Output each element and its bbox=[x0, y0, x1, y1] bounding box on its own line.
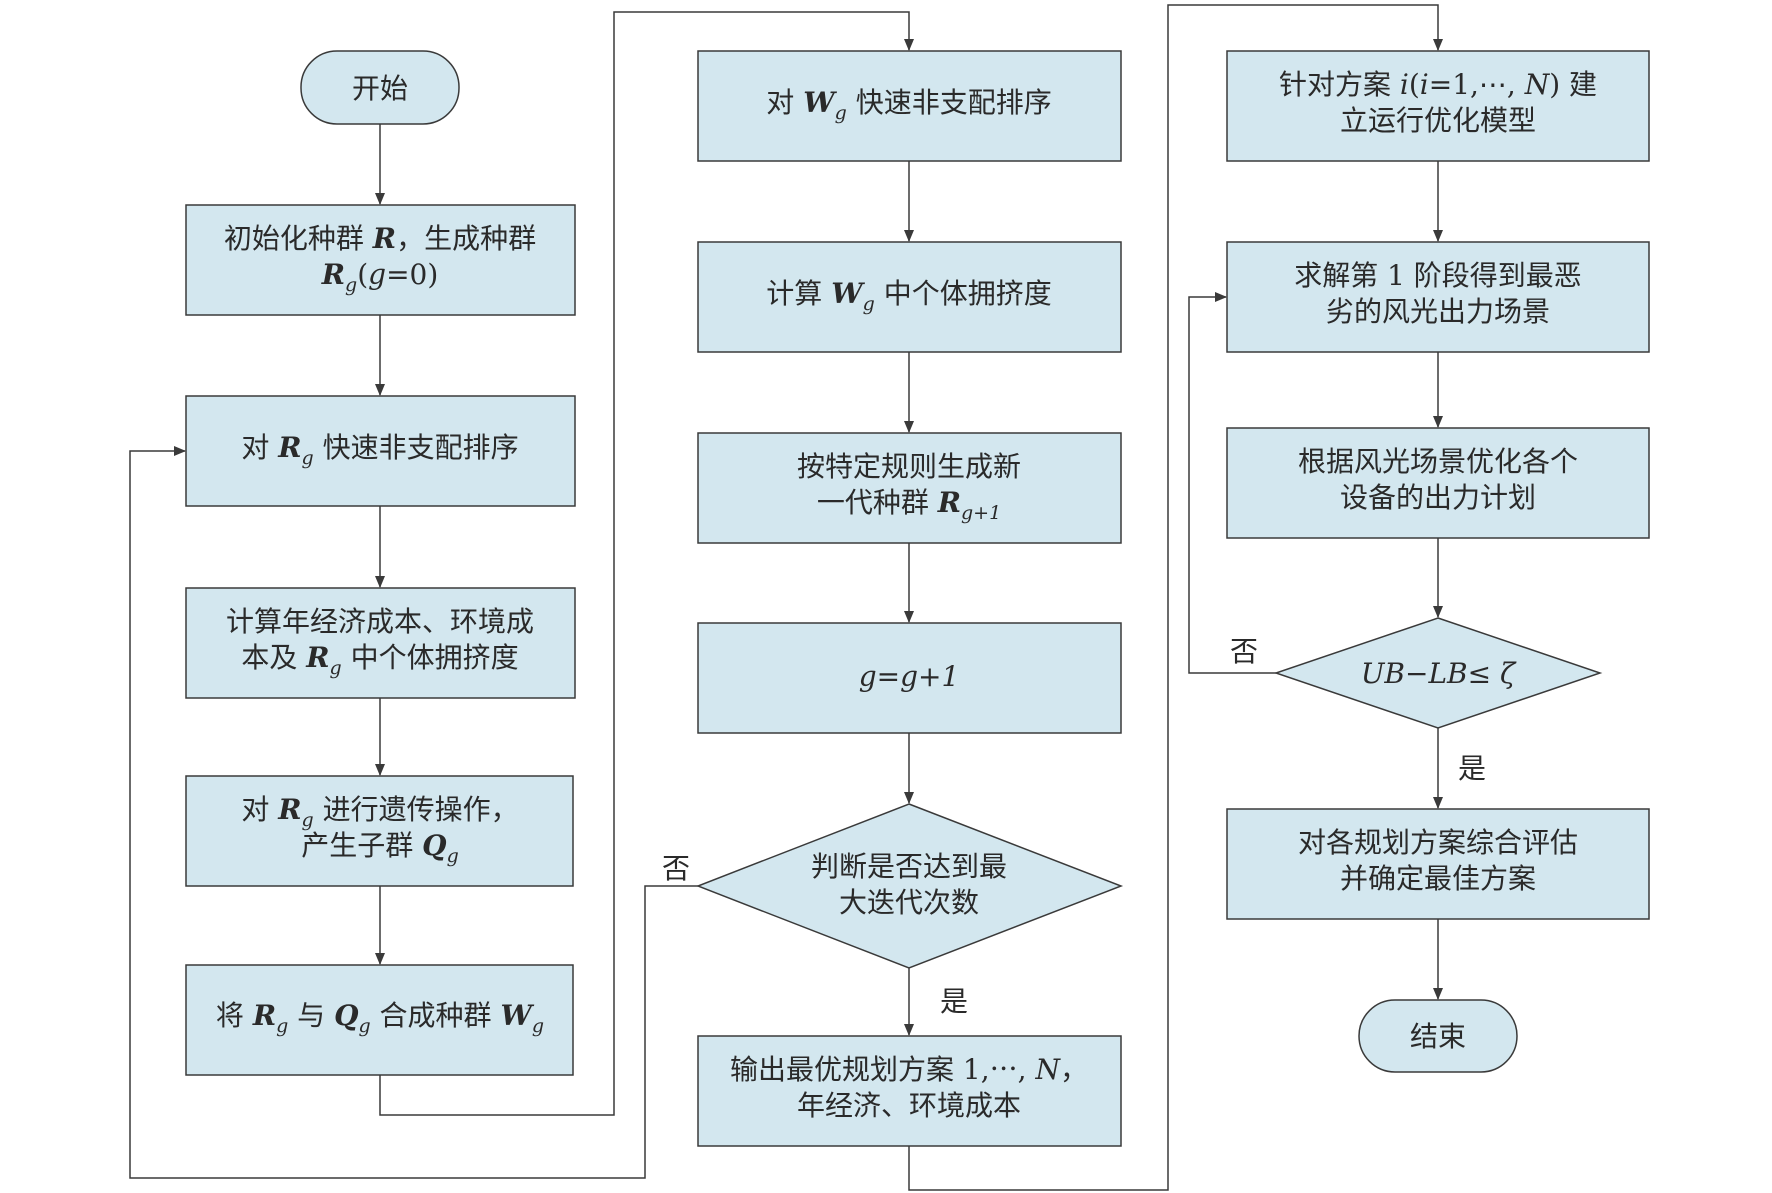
stage1-box: 求解第 1 阶段得到最恶 劣的风光出力场景 bbox=[1226, 241, 1650, 353]
judge-line2: 大迭代次数 bbox=[839, 886, 979, 919]
judge-no-label: 否 bbox=[662, 852, 690, 885]
model-line2: 立运行优化模型 bbox=[1340, 104, 1536, 137]
output-box: 输出最优规划方案 1,⋯, N， 年经济、环境成本 bbox=[697, 1035, 1122, 1147]
genetic-ops-box: 对 Rg 进行遗传操作， 产生子群 Qg bbox=[185, 775, 574, 887]
stage1-line2: 劣的风光出力场景 bbox=[1326, 295, 1550, 328]
sort-w-label: 对 Wg 快速非支配排序 bbox=[766, 86, 1051, 124]
end-label: 结束 bbox=[1410, 1020, 1466, 1053]
init-line1: 初始化种群 R，生成种群 bbox=[224, 222, 536, 255]
genetic-line1: 对 Rg 进行遗传操作， bbox=[241, 793, 518, 831]
increment-label: g=g+1 bbox=[859, 660, 960, 693]
end-node: 结束 bbox=[1358, 999, 1518, 1073]
judge-diamond: 判断是否达到最 大迭代次数 bbox=[695, 803, 1124, 969]
init-population-box: 初始化种群 R，生成种群 Rg(g=0) bbox=[185, 204, 576, 316]
sort-r-label: 对 Rg 快速非支配排序 bbox=[241, 431, 518, 469]
calc-w-label: 计算 Wg 中个体拥挤度 bbox=[766, 277, 1051, 315]
check-label: UB−LB≤ ζ bbox=[1361, 657, 1517, 690]
optimize-box: 根据风光场景优化各个 设备的出力计划 bbox=[1226, 427, 1650, 539]
init-line2: Rg(g=0) bbox=[321, 258, 439, 296]
merge-label: 将 Rg 与 Qg 合成种群 Wg bbox=[216, 999, 544, 1037]
optimize-line1: 根据风光场景优化各个 bbox=[1298, 445, 1578, 478]
new-gen-line2: 一代种群 Rg+1 bbox=[817, 486, 1001, 524]
arrow-check-no-loop bbox=[1188, 292, 1276, 674]
calc-cost-box: 计算年经济成本、环境成 本及 Rg 中个体拥挤度 bbox=[185, 587, 576, 699]
genetic-line2: 产生子群 Qg bbox=[301, 829, 458, 867]
start-node: 开始 bbox=[300, 50, 460, 125]
judge-yes-label: 是 bbox=[940, 985, 968, 1018]
calc-w-box: 计算 Wg 中个体拥挤度 bbox=[697, 241, 1122, 353]
evaluate-box: 对各规划方案综合评估 并确定最佳方案 bbox=[1226, 808, 1650, 920]
new-generation-box: 按特定规则生成新 一代种群 Rg+1 bbox=[697, 432, 1122, 544]
increment-box: g=g+1 bbox=[697, 622, 1122, 734]
arrow-output-model bbox=[908, 4, 1443, 1191]
output-line1: 输出最优规划方案 1,⋯, N， bbox=[730, 1053, 1088, 1086]
sort-r-box: 对 Rg 快速非支配排序 bbox=[185, 395, 576, 507]
merge-box: 将 Rg 与 Qg 合成种群 Wg bbox=[185, 964, 574, 1076]
arrow-judge-no-loop bbox=[129, 446, 698, 1179]
model-line1: 针对方案 i(i=1,⋯, N) 建 bbox=[1279, 68, 1597, 101]
evaluate-line2: 并确定最佳方案 bbox=[1340, 862, 1536, 895]
model-box: 针对方案 i(i=1,⋯, N) 建 立运行优化模型 bbox=[1226, 50, 1650, 162]
arrow-merge-sortw bbox=[379, 11, 914, 1116]
check-diamond: UB−LB≤ ζ bbox=[1273, 617, 1603, 729]
calc-cost-line1: 计算年经济成本、环境成 bbox=[226, 605, 534, 638]
judge-line1: 判断是否达到最 bbox=[811, 850, 1007, 883]
evaluate-line1: 对各规划方案综合评估 bbox=[1298, 826, 1578, 859]
calc-cost-line2: 本及 Rg 中个体拥挤度 bbox=[241, 641, 518, 679]
stage1-line1: 求解第 1 阶段得到最恶 bbox=[1294, 259, 1582, 292]
check-yes-label: 是 bbox=[1458, 752, 1486, 785]
start-label: 开始 bbox=[352, 72, 408, 105]
optimize-line2: 设备的出力计划 bbox=[1340, 481, 1536, 514]
check-no-label: 否 bbox=[1230, 635, 1258, 668]
new-gen-line1: 按特定规则生成新 bbox=[797, 450, 1021, 483]
sort-w-box: 对 Wg 快速非支配排序 bbox=[697, 50, 1122, 162]
output-line2: 年经济、环境成本 bbox=[797, 1089, 1021, 1122]
